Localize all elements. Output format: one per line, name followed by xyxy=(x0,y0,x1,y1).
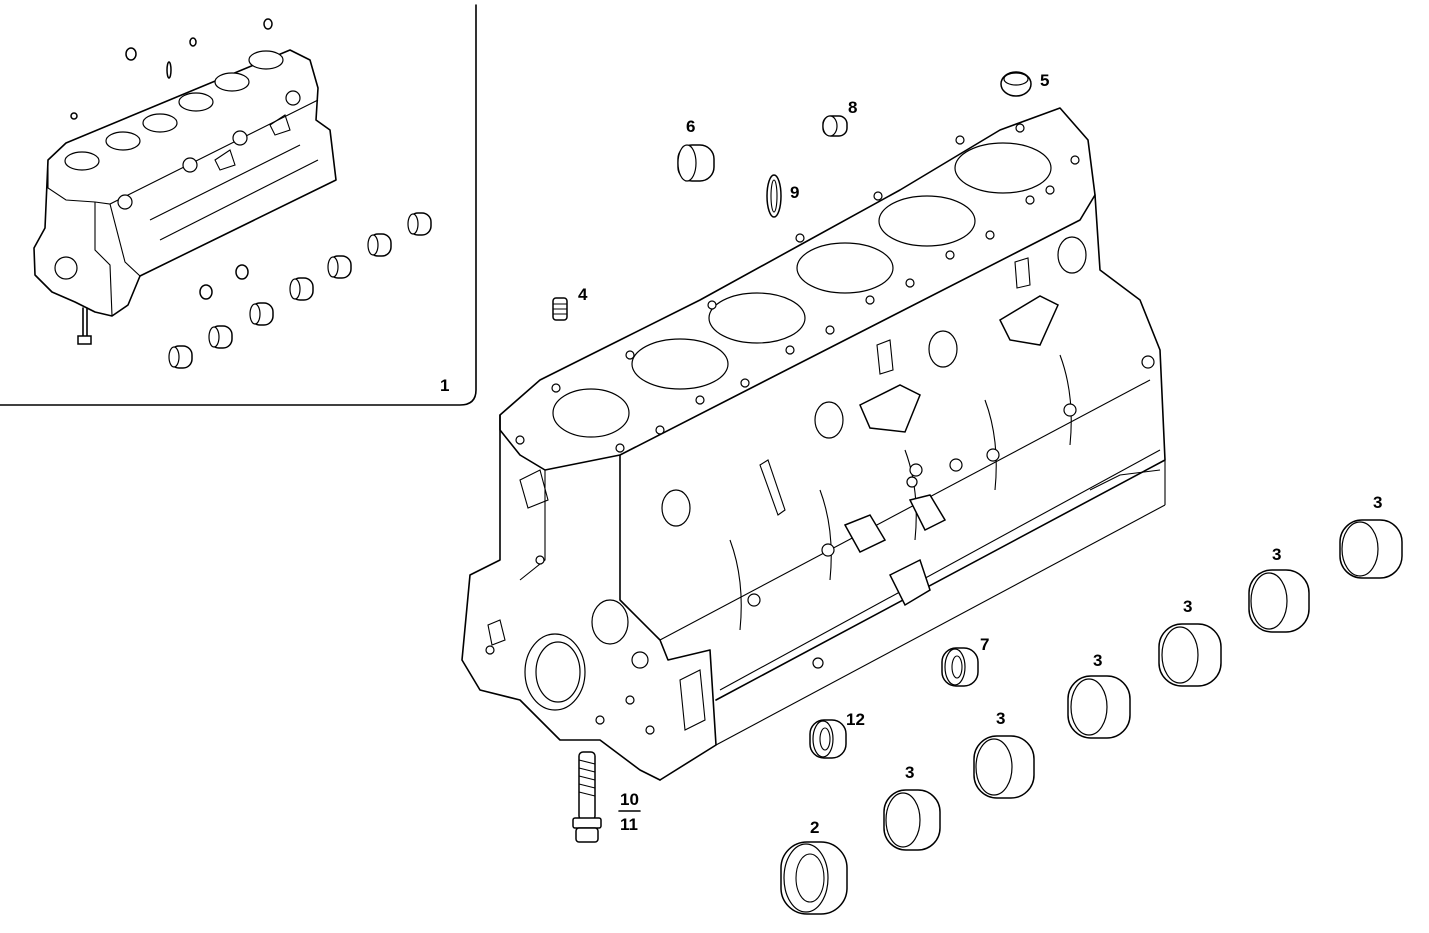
plug-8: 8 xyxy=(822,98,857,137)
plug-4: 4 xyxy=(552,285,588,321)
bushing-3-c: 3 xyxy=(1067,651,1131,739)
label-7: 7 xyxy=(980,635,989,654)
bushing-3-f: 3 xyxy=(1339,493,1403,579)
inset-bushings xyxy=(168,212,432,369)
inset-engine-block xyxy=(33,49,337,317)
label-12: 12 xyxy=(846,710,865,729)
label-3d: 3 xyxy=(1183,597,1192,616)
label-5: 5 xyxy=(1040,71,1049,90)
deck-bolt-holes xyxy=(551,123,1080,453)
label-9: 9 xyxy=(790,183,799,202)
engine-block xyxy=(461,107,1166,781)
bushing-3-d: 3 xyxy=(1158,597,1222,687)
main-bearing-bushings: 3 3 3 3 3 3 xyxy=(883,493,1403,851)
seal-12: 12 xyxy=(809,710,865,759)
label-3c: 3 xyxy=(1093,651,1102,670)
label-3f: 3 xyxy=(1373,493,1382,512)
inset-small-parts xyxy=(70,18,273,345)
bushing-3-b: 3 xyxy=(973,709,1035,799)
label-4: 4 xyxy=(578,285,588,304)
front-bushing-2: 2 xyxy=(780,818,848,915)
bushing-3-e: 3 xyxy=(1248,545,1310,633)
label-3b: 3 xyxy=(996,709,1005,728)
overview-inset: 1 xyxy=(0,4,477,406)
label-10: 10 xyxy=(620,790,639,809)
cap-6: 6 xyxy=(677,117,715,182)
seal-7: 7 xyxy=(941,635,989,687)
label-3a: 3 xyxy=(905,763,914,782)
ring-9: 9 xyxy=(766,174,799,218)
label-8: 8 xyxy=(848,98,857,117)
head-bolt: 10 11 xyxy=(572,751,641,843)
label-2: 2 xyxy=(810,818,819,837)
inset-label: 1 xyxy=(440,376,449,395)
bushing-3-a: 3 xyxy=(883,763,941,851)
label-3e: 3 xyxy=(1272,545,1281,564)
label-11: 11 xyxy=(620,815,638,834)
label-6: 6 xyxy=(686,117,695,136)
plug-5: 5 xyxy=(1000,71,1049,97)
